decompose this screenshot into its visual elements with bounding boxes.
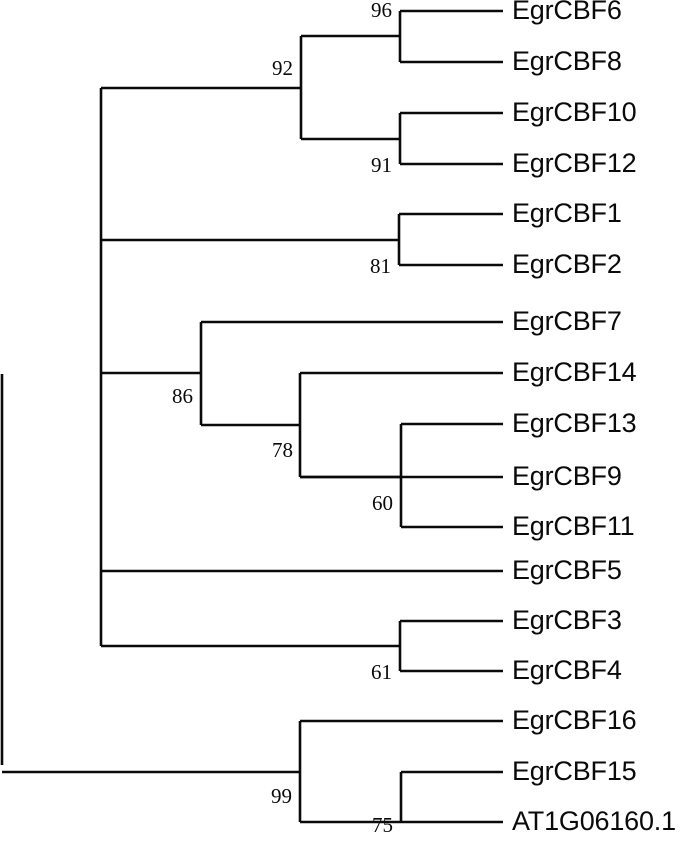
bootstrap-value-n92: 92 [272,56,293,80]
taxon-label-t12: EgrCBF12 [512,148,636,178]
bootstrap-value-n91: 91 [371,153,392,177]
taxon-label-at1: AT1G06160.1 [512,806,676,836]
bootstrap-value-n78: 78 [272,438,293,462]
bootstrap-support-layer: 96 92 91 81 86 78 60 61 99 75 [172,0,393,837]
taxon-label-t15: EgrCBF15 [512,756,636,786]
taxon-label-t8: EgrCBF8 [512,46,622,76]
bootstrap-value-n86: 86 [172,384,193,408]
taxon-label-t3: EgrCBF3 [512,605,622,635]
bootstrap-value-n60: 60 [372,491,393,515]
taxon-label-t4: EgrCBF4 [512,655,622,685]
branch-layer [0,9,503,824]
taxon-label-t6: EgrCBF6 [512,0,622,25]
taxon-label-layer: EgrCBF6EgrCBF8EgrCBF10EgrCBF12EgrCBF1Egr… [512,0,676,836]
taxon-label-t2: EgrCBF2 [512,249,622,279]
bootstrap-value-n61: 61 [371,660,392,684]
bootstrap-value-n81: 81 [370,254,391,278]
bootstrap-value-n96: 96 [371,0,392,22]
taxon-label-t14: EgrCBF14 [512,357,637,387]
taxon-label-t1: EgrCBF1 [512,198,622,228]
taxon-label-t11: EgrCBF11 [512,511,634,541]
bootstrap-value-n75: 75 [372,813,393,837]
taxon-label-t9: EgrCBF9 [512,461,622,491]
bootstrap-value-n99: 99 [271,784,292,808]
taxon-label-t5: EgrCBF5 [512,555,622,585]
taxon-label-t16: EgrCBF16 [512,705,636,735]
taxon-label-t10: EgrCBF10 [512,97,636,127]
taxon-label-t13: EgrCBF13 [512,408,636,438]
taxon-label-t7: EgrCBF7 [512,306,622,336]
